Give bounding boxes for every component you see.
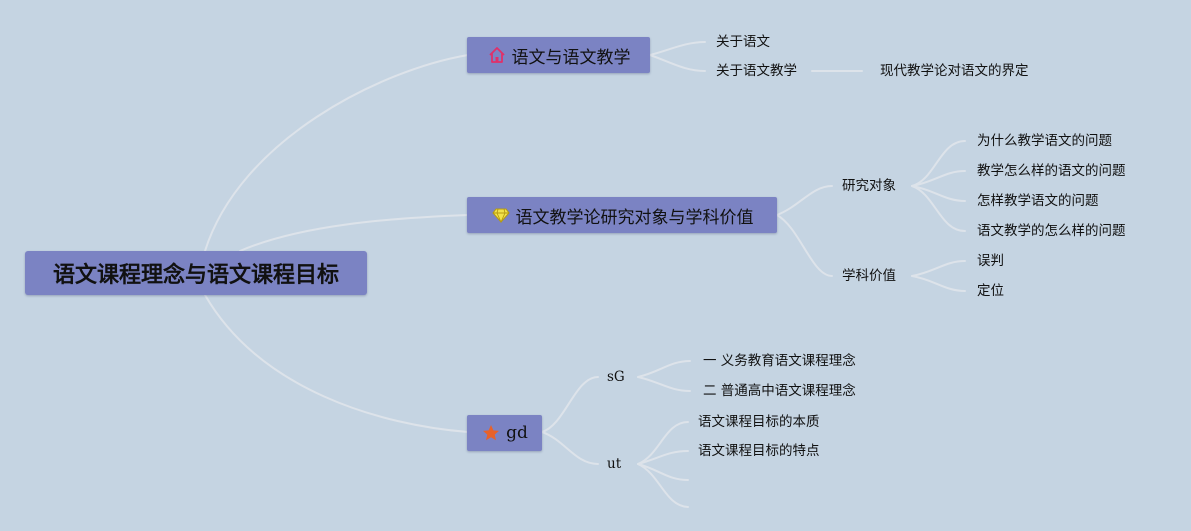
connector-root-b2	[239, 214, 469, 252]
connector-ut-g4	[637, 463, 689, 508]
subtopic-about-language[interactable]: 关于语文	[716, 34, 770, 50]
subtopic-sg[interactable]: sG	[607, 369, 625, 385]
leaf-topic[interactable]: 语文教学的怎么样的问题	[977, 223, 1126, 239]
subtopic-research-object[interactable]: 研究对象	[842, 178, 896, 194]
connector-s1-g1	[911, 140, 966, 187]
connector-b2-c1	[776, 185, 833, 216]
connector-sg-g2	[637, 376, 691, 392]
leaf-topic[interactable]: 怎样教学语文的问题	[977, 193, 1099, 209]
connector-ut-g2	[637, 450, 689, 465]
subtopic-discipline-value[interactable]: 学科价值	[842, 268, 896, 284]
main-topic-language-and-teaching[interactable]: 语文与语文教学	[467, 37, 650, 73]
leaf-topic[interactable]: 语文课程目标的特点	[698, 443, 820, 459]
leaf-topic[interactable]: 语文课程目标的本质	[698, 414, 820, 430]
star-icon	[481, 423, 501, 443]
root-topic-label: 语文课程理念与语文课程目标	[52, 263, 339, 288]
leaf-topic[interactable]: 一 义务教育语文课程理念	[703, 353, 856, 369]
main-topic-gd[interactable]: gd	[467, 415, 542, 451]
connector-s1-g4	[911, 185, 966, 232]
connector-b1-c1	[649, 41, 706, 56]
subtopic-modern-definition[interactable]: 现代教学论对语文的界定	[880, 63, 1029, 79]
connector-s2-g1	[911, 260, 966, 277]
subtopic-about-language-teaching[interactable]: 关于语文教学	[716, 63, 797, 79]
connector-ut-g3	[637, 463, 689, 481]
connector-sg-g1	[637, 360, 691, 378]
connector-root-b1	[204, 54, 469, 252]
connector-b2-c2	[776, 214, 833, 277]
root-topic[interactable]: 语文课程理念与语文课程目标	[25, 251, 367, 295]
home-icon	[487, 45, 507, 65]
subtopic-ut[interactable]: ut	[607, 456, 622, 472]
connector-b3-ut	[541, 431, 599, 465]
main-topic-label: gd	[506, 423, 528, 443]
connector-s1-g3	[911, 185, 966, 202]
main-topic-label: 语文与语文教学	[511, 47, 631, 68]
leaf-topic[interactable]: 二 普通高中语文课程理念	[703, 383, 856, 399]
connector-b1-c2	[649, 54, 706, 72]
main-topic-label: 语文教学论研究对象与学科价值	[515, 207, 754, 228]
leaf-topic[interactable]: 定位	[977, 283, 1004, 299]
diamond-icon	[491, 205, 511, 225]
connector-root-b3	[204, 294, 469, 433]
leaf-topic[interactable]: 教学怎么样的语文的问题	[977, 163, 1126, 179]
connector-ut-g1	[637, 421, 689, 465]
connector-s1-g2	[911, 170, 966, 187]
leaf-topic[interactable]: 为什么教学语文的问题	[977, 133, 1112, 149]
connector-b3-sg	[541, 376, 599, 433]
main-topic-research-and-value[interactable]: 语文教学论研究对象与学科价值	[467, 197, 777, 233]
leaf-topic[interactable]: 误判	[977, 253, 1004, 269]
connector-s2-g2	[911, 275, 966, 292]
